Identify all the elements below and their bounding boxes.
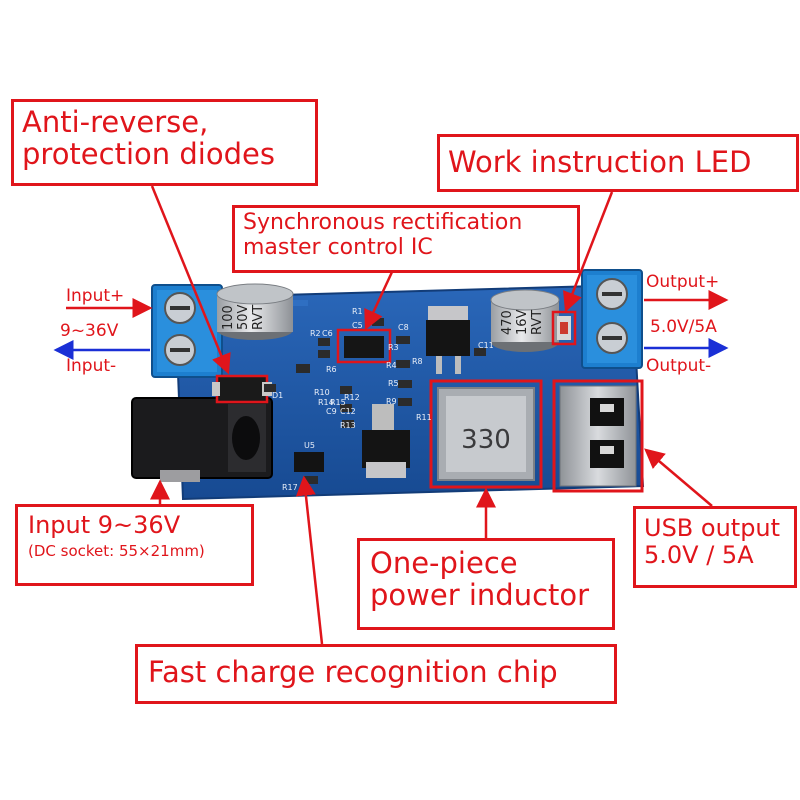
silk-r17: R17 (282, 483, 298, 492)
output-minus-label: Output- (646, 356, 712, 376)
callout-inductor-line2: power inductor (370, 578, 590, 613)
silk-r15: R15 (330, 398, 346, 407)
silk-r4: R4 (386, 361, 397, 370)
callout-inductor: One-piece power inductor (357, 538, 615, 630)
callout-input-dc-line1: Input 9~36V (28, 511, 181, 539)
callout-usb-line2: 5.0V / 5A (644, 540, 754, 569)
power-inductor: 330 (429, 379, 543, 489)
callout-inductor-line1: One-piece (370, 546, 518, 580)
silk-r6: R6 (326, 365, 337, 374)
cap-right-marking-1: 470 (500, 310, 515, 335)
callout-fast-charge-text: Fast charge recognition chip (148, 655, 558, 689)
callout-sync-ic-line1: Synchronous rectification (243, 210, 523, 235)
silk-r3: R3 (388, 343, 399, 352)
silkscreen-labels: R1 R2 C6 C5 C8 R3 R4 R5 R6 R8 R9 R10 R11… (272, 307, 494, 492)
input-plus-label: Input+ (66, 286, 125, 306)
mosfet-bottom (362, 404, 410, 478)
callout-usb-line1: USB output (644, 514, 781, 542)
callout-sync-ic-line2: master control IC (243, 234, 433, 260)
input-range-label: 9~36V (60, 321, 119, 341)
dc-socket (131, 397, 273, 482)
callout-input-dc: Input 9~36V (DC socket: 55×21mm) (15, 504, 254, 586)
sync-rectification-ic (336, 328, 392, 364)
silk-d1: D1 (272, 391, 283, 400)
inductor-code: 330 (461, 425, 511, 455)
silk-r11: R11 (416, 413, 432, 422)
silk-r10: R10 (314, 388, 330, 397)
callout-fast-charge: Fast charge recognition chip (135, 644, 617, 704)
fast-charge-chip (294, 452, 324, 472)
silk-c12: C12 (340, 407, 356, 416)
callout-sync-ic: Synchronous rectification master control… (232, 205, 580, 273)
cap-right-marking-2: 16V (515, 309, 530, 335)
callout-anti-reverse-line2: protection diodes (22, 137, 275, 172)
io-arrows (53, 290, 729, 360)
silk-r9: R9 (386, 397, 397, 406)
leader-fast-charge (295, 475, 324, 645)
callout-input-dc-line2: (DC socket: 55×21mm) (28, 541, 205, 560)
input-capacitor: 100 50V RVT (216, 283, 294, 340)
silk-c6: C6 (322, 329, 333, 338)
callout-usb: USB output 5.0V / 5A (633, 506, 797, 588)
silk-r1: R1 (352, 307, 363, 316)
output-terminal-block (581, 269, 643, 369)
silk-r13: R13 (340, 421, 356, 430)
callout-anti-reverse: Anti-reverse, protection diodes (11, 99, 318, 186)
cap-left-marking-1: 100 (221, 305, 236, 330)
silk-c9: C9 (326, 407, 337, 416)
callout-work-led: Work instruction LED (437, 134, 799, 192)
silk-r5: R5 (388, 379, 399, 388)
leader-anti-reverse (150, 185, 231, 375)
leader-usb (644, 448, 713, 507)
output-value-label: 5.0V/5A (650, 317, 717, 337)
output-plus-label: Output+ (646, 272, 720, 292)
silk-c5: C5 (352, 321, 363, 330)
silk-r12: R12 (344, 393, 360, 402)
leader-lines (150, 185, 713, 645)
cap-left-marking-2: 50V (236, 304, 251, 330)
silk-r8: R8 (412, 357, 423, 366)
silk-c11: C11 (478, 341, 494, 350)
anti-reverse-diode (212, 374, 272, 404)
callout-work-led-text: Work instruction LED (448, 145, 752, 179)
callout-anti-reverse-line1: Anti-reverse, (22, 105, 209, 139)
output-capacitor: 470 16V RVT (490, 289, 560, 352)
silk-r2: R2 (310, 329, 321, 338)
cap-left-marking-3: RVT (251, 305, 266, 330)
silk-r14: R14 (318, 398, 334, 407)
usb-port (552, 379, 644, 493)
leader-work-led (563, 191, 614, 313)
mosfet-top (426, 306, 470, 374)
input-minus-label: Input- (66, 356, 117, 376)
leader-sync-ic (364, 271, 394, 331)
silk-u5: U5 (304, 441, 315, 450)
cap-right-marking-3: RVT (530, 310, 545, 335)
silk-c8: C8 (398, 323, 409, 332)
